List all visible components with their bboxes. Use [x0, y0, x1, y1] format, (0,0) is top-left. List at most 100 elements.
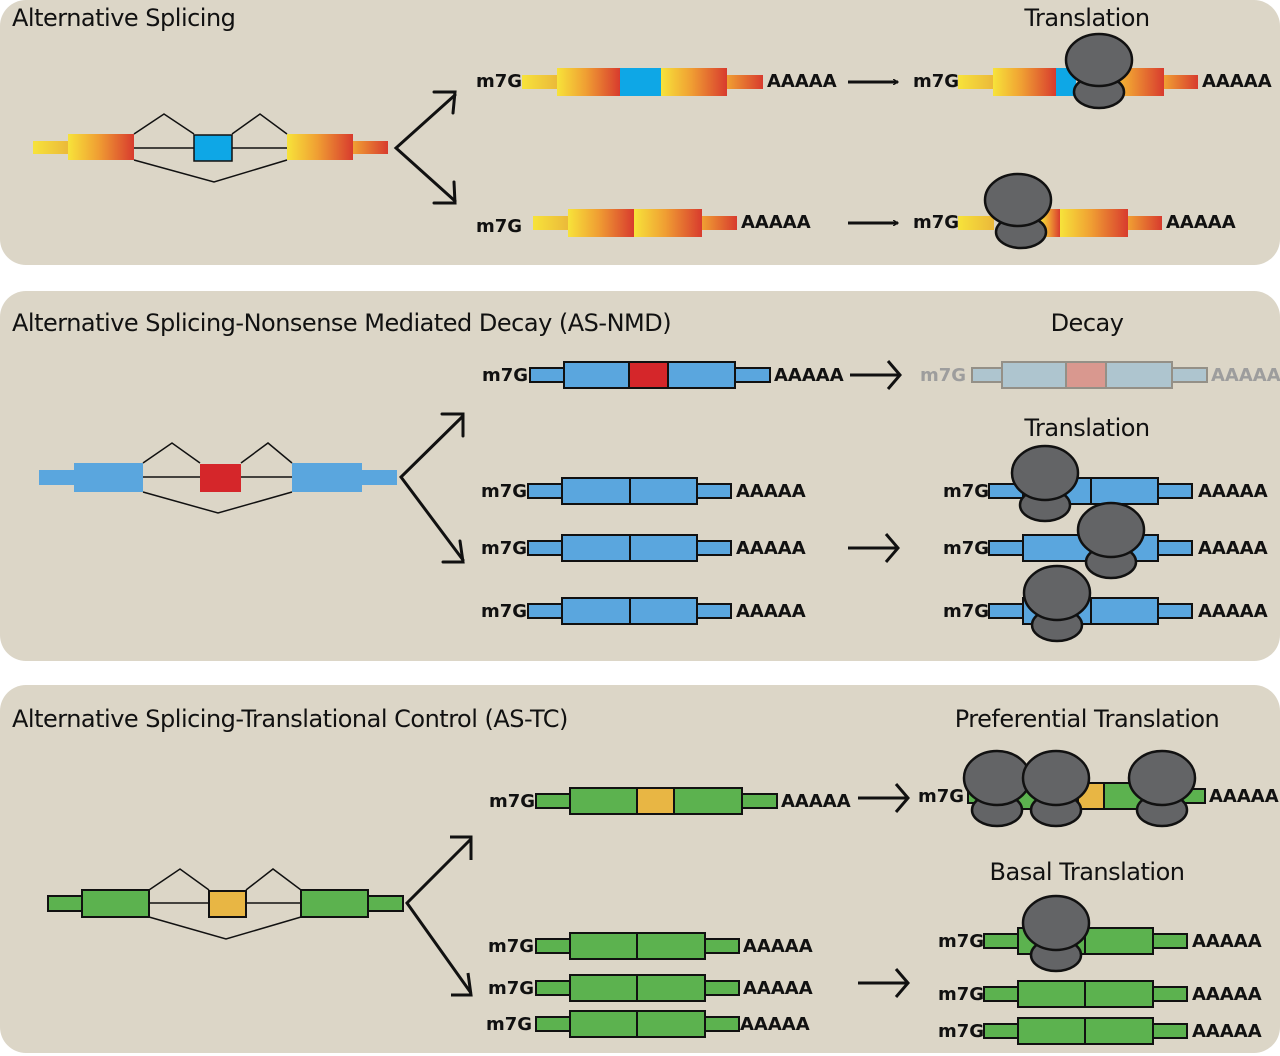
utr-3 [367, 895, 404, 912]
utr-3 [741, 793, 778, 809]
utr-5 [535, 938, 571, 954]
cap-label: m7G [943, 538, 990, 559]
exon [569, 932, 638, 960]
cap-label: m7G [481, 481, 528, 502]
exon [636, 932, 706, 960]
pre-mrna-1 [33, 113, 388, 183]
intron-splice [245, 868, 302, 891]
exon [636, 974, 706, 1002]
polya-label: AAAAA [1192, 1021, 1262, 1042]
mrna-translated-1 [988, 444, 1193, 523]
mrna-translated-3 [988, 564, 1193, 643]
utr-3 [1152, 986, 1188, 1002]
utr-5 [529, 367, 567, 383]
exon [1001, 361, 1069, 389]
exon [1105, 361, 1173, 389]
exon [300, 889, 369, 918]
polya-label: AAAAA [743, 978, 813, 999]
mrna-basal-1 [983, 894, 1188, 973]
exon [569, 1010, 638, 1038]
split-arrows-3 [405, 835, 473, 997]
exon [1084, 1017, 1154, 1045]
exon [636, 1010, 706, 1038]
utr-3 [1157, 603, 1193, 619]
arrow-translate-2-head [884, 533, 900, 563]
utr-5 [535, 980, 571, 996]
polya-label: AAAAA [736, 601, 806, 622]
exon [561, 597, 631, 625]
arrow-translate-3a-head [894, 783, 910, 813]
utr-3 [1152, 1023, 1188, 1039]
split-arrows-2 [399, 412, 465, 564]
exon [667, 361, 736, 389]
exon [628, 361, 669, 389]
utr-5 [988, 603, 1026, 619]
polya-label: AAAAA [743, 936, 813, 957]
utr-3 [734, 367, 771, 383]
utr-5 [971, 367, 1005, 383]
mrna-green-skipped-3 [535, 1010, 740, 1038]
pre-mrna-3 [47, 868, 404, 940]
heading-translation-2: Translation [1024, 414, 1150, 442]
panel-title-as-tc: Alternative Splicing-Translational Contr… [12, 705, 568, 733]
cap-label: m7G [488, 936, 535, 957]
ribosome-large-subunit [1010, 444, 1080, 502]
mrna-skipping-1 [533, 209, 737, 237]
cap-label: m7G [913, 212, 960, 233]
exon [1065, 361, 1107, 389]
polya-label: AAAAA [1202, 71, 1272, 92]
exon [629, 534, 698, 562]
utr-3 [696, 540, 732, 556]
intron-skip [148, 916, 302, 940]
polya-label: AAAAA [1209, 786, 1279, 807]
exon [561, 477, 631, 505]
utr-3 [1152, 933, 1188, 949]
cap-label: m7G [476, 71, 523, 92]
ribosome-large-subunit [1076, 501, 1146, 559]
mrna-gold-inclusion [535, 787, 778, 815]
mrna-skipped-3 [527, 597, 732, 625]
polya-label: AAAAA [1198, 601, 1268, 622]
split-arrows-1 [393, 90, 457, 205]
utr-5 [527, 603, 565, 619]
mrna-skipping-1-translated [958, 172, 1162, 250]
polya-label: AAAAA [1192, 984, 1262, 1005]
polya-label: AAAAA [781, 791, 851, 812]
cap-label: m7G [913, 71, 960, 92]
utr-5 [983, 986, 1021, 1002]
exon [569, 974, 638, 1002]
arrow-decay-head [886, 360, 902, 390]
utr-3 [1171, 367, 1208, 383]
mrna-skipped-2 [527, 534, 732, 562]
polya-label: AAAAA [736, 538, 806, 559]
utr-3 [696, 603, 732, 619]
mrna-ptc-containing [529, 361, 771, 389]
utr-3 [1157, 483, 1193, 499]
mrna-translated-2 [988, 501, 1193, 580]
mrna-preferential-translated [962, 749, 1206, 828]
arrow-head [450, 835, 473, 860]
heading-preferential-translation: Preferential Translation [954, 705, 1220, 733]
cap-label: m7G [943, 481, 990, 502]
exon [1017, 1017, 1086, 1045]
polya-label: AAAAA [767, 71, 837, 92]
exon [636, 787, 675, 815]
ribosome-large-subunit [1021, 749, 1091, 807]
cap-label: m7G [481, 601, 528, 622]
polya-label: AAAAA [741, 212, 811, 233]
cap-label: m7G [482, 365, 529, 386]
mrna-green-skipped-2 [535, 974, 740, 1002]
cap-label: m7G [488, 978, 535, 999]
arrow-head [451, 972, 473, 997]
utr-3 [696, 483, 732, 499]
cap-label: m7G [476, 216, 523, 237]
mrna-basal-3 [983, 1017, 1188, 1045]
cap-label: m7G [938, 1021, 985, 1042]
polya-label: AAAAA [736, 481, 806, 502]
exon [1084, 980, 1154, 1008]
cap-label: m7G [489, 791, 536, 812]
polya-label: AAAAA [740, 1014, 810, 1035]
utr-3 [704, 938, 740, 954]
